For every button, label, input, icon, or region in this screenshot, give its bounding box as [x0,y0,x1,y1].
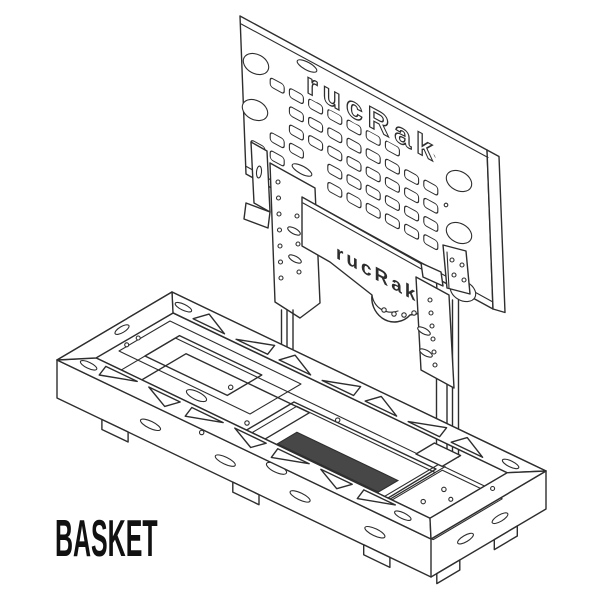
basket-foot [436,559,461,585]
grid-cell [327,145,343,162]
right-clamp-bracket [442,244,471,295]
panel-oval-hole [241,98,269,122]
grid-cell [384,176,400,193]
grid-cell [423,179,439,196]
grid-cell [365,148,381,165]
grid-cell [384,158,400,175]
panel-grid [250,77,439,251]
truss-cutout [192,313,226,335]
grid-cell [327,127,343,144]
basket-foot [493,525,518,551]
grid-cell [269,132,285,149]
skirt-slots [139,418,509,545]
rim-slot [174,301,193,313]
truss-cutout [98,365,138,383]
panel-slot [291,163,313,177]
grid-cell [404,205,420,222]
grid-cell [288,106,304,123]
front-rail-truss-cutouts [98,365,396,506]
grid-cell [365,130,381,146]
truss-cutout [364,395,398,417]
rim-slot [79,360,98,371]
basket-foot [232,481,260,506]
grid-cell [346,156,362,172]
grid-cell [346,192,362,209]
grid-cell [384,140,400,157]
truss-cutout [234,427,267,449]
panel-small-hole [443,202,449,208]
grid-cell [346,137,362,154]
basket-foot [363,544,391,569]
grid-cell [327,163,343,180]
panel-right-flange [486,149,506,314]
rim-slot [394,510,412,521]
panel-oval-hole [445,221,473,245]
grid-cell [404,169,420,186]
truss-cutout [320,468,353,490]
grid-cell [288,124,304,141]
rim-slot [501,458,520,470]
grid-cell [308,135,324,151]
center-plate-slot [276,431,400,493]
back-rail-truss-cutouts [192,313,484,458]
product-label: BASKET [55,509,158,568]
grid-cell [288,142,304,159]
grid-cell [269,77,285,94]
grid-cell [423,216,439,232]
floor-slot [185,389,208,403]
truss-cutout [235,338,276,355]
left-support-rail [280,309,294,351]
right-rim-band [429,470,547,540]
panel-slot [414,146,436,160]
right-clamp-tab [420,262,444,287]
left-rim-band [56,291,174,361]
grid-cell [384,195,400,211]
panel-oval-hole [242,52,270,76]
grid-cell [423,197,439,214]
grid-cell [346,119,362,136]
grid-cell [365,202,381,219]
truss-cutout [450,436,484,458]
truss-cutout [270,448,310,465]
grid-cell [346,174,362,191]
basket-rim-bands [56,291,547,540]
grid-cell [327,181,343,198]
grid-cell [365,166,381,183]
left-hook-bracket [243,141,271,229]
grid-cell [269,150,285,167]
grid-cell [365,184,381,201]
basket-foot [101,418,129,443]
rail-foot-plate [415,442,462,468]
grid-cell [384,213,400,230]
truss-cutout [407,420,448,438]
panel-oval-hole [445,169,473,193]
truss-cutout [278,354,312,376]
grid-cell [404,187,420,204]
panel-slot [296,59,318,73]
grid-cell [308,116,324,133]
grid-cell [404,223,420,240]
truss-cutout [321,379,362,397]
truss-cutout [148,386,181,408]
truss-cutout [184,406,224,424]
right-mounting-plate [415,276,455,389]
grid-cell [327,109,343,125]
rim-slot [114,324,130,335]
grid-cell [288,88,304,105]
grid-cell [308,98,324,115]
panel-top-fold-line [240,23,489,159]
grid-cell [423,234,439,251]
truss-cutout [356,489,396,506]
